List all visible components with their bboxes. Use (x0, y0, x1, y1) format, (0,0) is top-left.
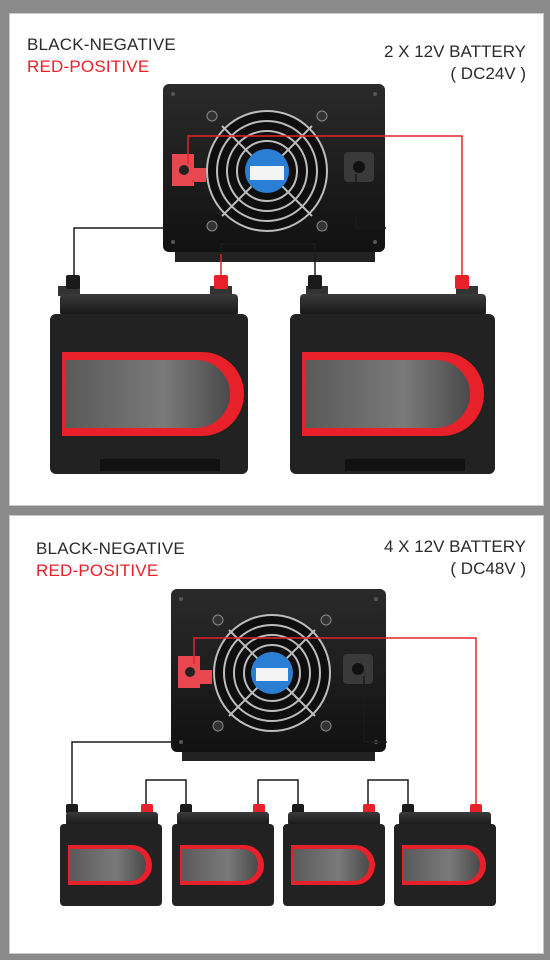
positive-legend-label: RED-POSITIVE (36, 561, 159, 580)
battery-icon (60, 804, 162, 906)
negative-wires (73, 174, 386, 282)
battery-negative-post (308, 275, 322, 289)
inverter-negative-terminal (344, 152, 374, 182)
battery-negative-post (66, 275, 80, 289)
wiring-diagram-2-battery (50, 84, 495, 474)
battery-negative-post (180, 804, 192, 814)
voltage-label: ( DC24V ) (450, 64, 526, 83)
battery-icon (50, 275, 248, 474)
battery-positive-post (455, 275, 469, 289)
battery-icon (283, 804, 385, 906)
series-link-wires (71, 676, 409, 808)
voltage-label: ( DC48V ) (450, 559, 526, 578)
battery-positive-post (363, 804, 375, 814)
positive-wires (193, 637, 477, 808)
negative-legend-label: BLACK-NEGATIVE (36, 539, 185, 558)
inverter-negative-terminal (343, 654, 373, 684)
battery-config-label: 2 X 12V BATTERY (383, 42, 526, 61)
battery-spec: 2 X 12V BATTERY ( DC24V ) (384, 41, 526, 85)
battery-spec: 4 X 12V BATTERY ( DC48V ) (384, 536, 526, 580)
wiring-panel-4-battery: BLACK-NEGATIVE RED-POSITIVE 4 X 12V BATT… (9, 515, 544, 954)
cooling-fan-icon (212, 614, 332, 732)
battery-icon (172, 804, 274, 906)
battery-negative-post (402, 804, 414, 814)
battery-positive-post (141, 804, 153, 814)
positive-legend-label: RED-POSITIVE (27, 57, 150, 76)
negative-legend-label: BLACK-NEGATIVE (27, 35, 176, 54)
battery-negative-post (292, 804, 304, 814)
cooling-fan-icon (206, 110, 328, 232)
battery-positive-post (470, 804, 482, 814)
wire-color-legend: BLACK-NEGATIVE RED-POSITIVE (27, 34, 176, 78)
battery-positive-post (253, 804, 265, 814)
battery-negative-post (66, 804, 78, 814)
wire-color-legend: BLACK-NEGATIVE RED-POSITIVE (36, 538, 185, 582)
inverter-positive-terminal (172, 154, 206, 186)
wiring-panel-2-battery: BLACK-NEGATIVE RED-POSITIVE 2 X 12V BATT… (9, 13, 544, 506)
inverter-positive-terminal (178, 656, 212, 688)
battery-icon (290, 275, 495, 474)
battery-icon (394, 804, 496, 906)
battery-positive-post (214, 275, 228, 289)
wiring-diagram-4-battery (60, 589, 496, 906)
battery-config-label: 4 X 12V BATTERY (383, 537, 526, 556)
